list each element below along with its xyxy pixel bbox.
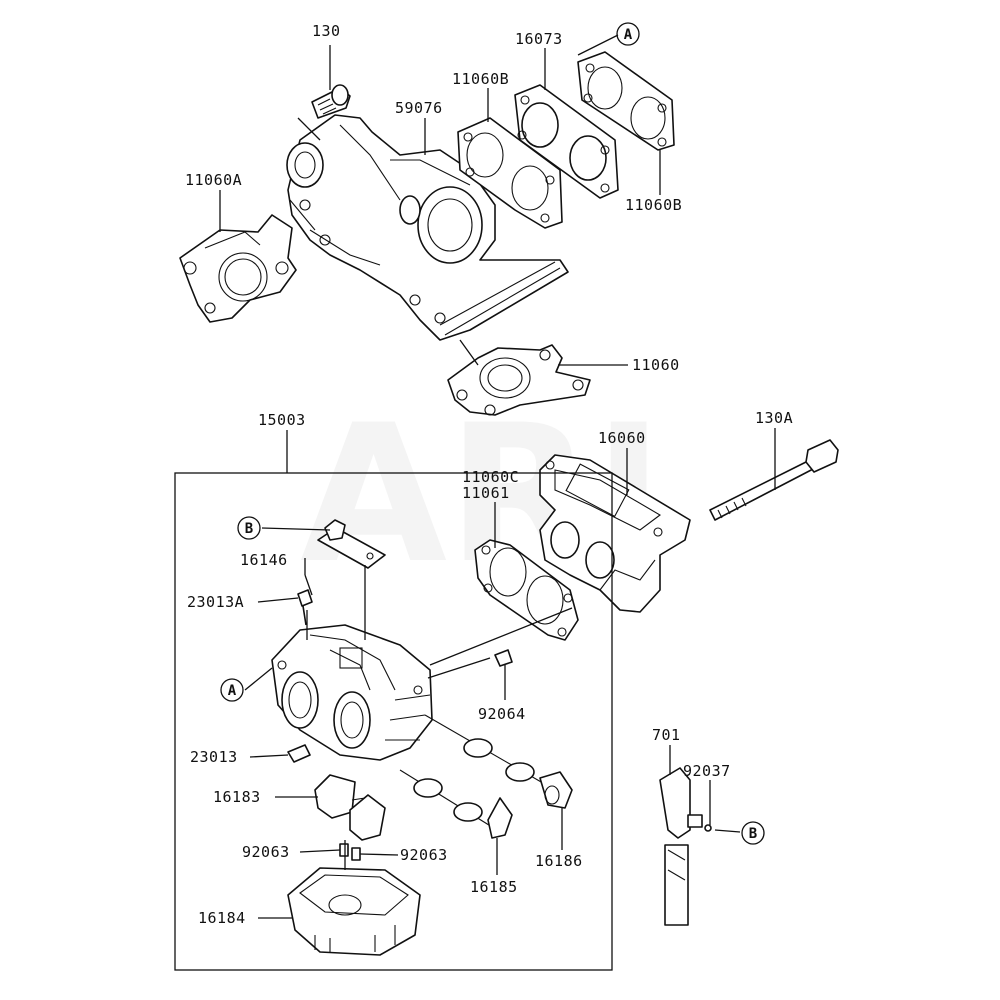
label-16184: 16184 (198, 909, 246, 927)
label-16060: 16060 (598, 429, 646, 447)
callout-a-top-text: A (624, 27, 633, 43)
callout-a-top: A (616, 22, 640, 46)
float-bowl-16184[interactable] (287, 867, 421, 956)
choke-shaft-lower[interactable] (399, 769, 506, 836)
manifold-59076[interactable] (286, 114, 569, 341)
carburetor-body[interactable] (271, 624, 433, 761)
throttle-shaft-upper[interactable] (424, 714, 556, 791)
label-16185: 16185 (470, 878, 518, 896)
part-labels: 130 16073 11060B 59076 11060B 11060A 110… (185, 22, 793, 927)
label-11060b-right: 11060B (625, 196, 682, 214)
callout-b-right-text: B (749, 826, 757, 842)
bolt-130a[interactable] (709, 439, 839, 521)
jet-92063-left[interactable] (339, 843, 349, 857)
gasket-11060b-lower[interactable] (577, 51, 675, 151)
label-15003: 15003 (258, 411, 306, 429)
leader-lines (219, 34, 776, 919)
bolt-130[interactable] (311, 84, 351, 119)
callout-b-left-text: B (245, 521, 253, 537)
gasket-11060a[interactable] (179, 214, 297, 323)
gasket-11060b-upper[interactable] (457, 117, 563, 229)
gasket-11060c[interactable] (474, 539, 579, 641)
label-16186: 16186 (535, 852, 583, 870)
lever-16186[interactable] (539, 771, 573, 809)
jet-92064[interactable] (494, 649, 513, 667)
label-92063-right: 92063 (400, 846, 448, 864)
insulator-16073[interactable] (514, 84, 619, 199)
callout-a-left: A (220, 678, 244, 702)
label-16146: 16146 (240, 551, 288, 569)
label-23013: 23013 (190, 748, 238, 766)
label-92037: 92037 (683, 762, 731, 780)
label-11060b-top: 11060B (452, 70, 509, 88)
label-16183: 16183 (213, 788, 261, 806)
label-23013a: 23013A (187, 593, 244, 611)
label-92064: 92064 (478, 705, 526, 723)
screw-23013a[interactable] (297, 589, 313, 626)
label-16073: 16073 (515, 30, 563, 48)
callout-b-right: B (741, 821, 765, 845)
label-59076: 59076 (395, 99, 443, 117)
clip-92037[interactable] (704, 824, 712, 832)
label-130a: 130A (755, 409, 793, 427)
label-701: 701 (652, 726, 681, 744)
label-11060c: 11060C (462, 468, 519, 486)
gasket-11060[interactable] (447, 344, 591, 416)
callout-a-left-text: A (228, 683, 237, 699)
plate-16146[interactable] (317, 519, 386, 569)
screw-23013[interactable] (287, 744, 311, 763)
spacer-16060[interactable] (539, 454, 691, 613)
lever-16185[interactable] (487, 797, 513, 839)
callout-b-left: B (237, 516, 261, 540)
jet-92063-right[interactable] (351, 847, 361, 861)
hose-701[interactable] (659, 767, 703, 926)
float-16183[interactable] (314, 774, 386, 841)
label-92063-left: 92063 (242, 843, 290, 861)
label-130: 130 (312, 22, 341, 40)
carburetor-assembly-frame (174, 472, 613, 971)
label-11061: 11061 (462, 484, 510, 502)
label-11060a: 11060A (185, 171, 242, 189)
label-11060: 11060 (632, 356, 680, 374)
